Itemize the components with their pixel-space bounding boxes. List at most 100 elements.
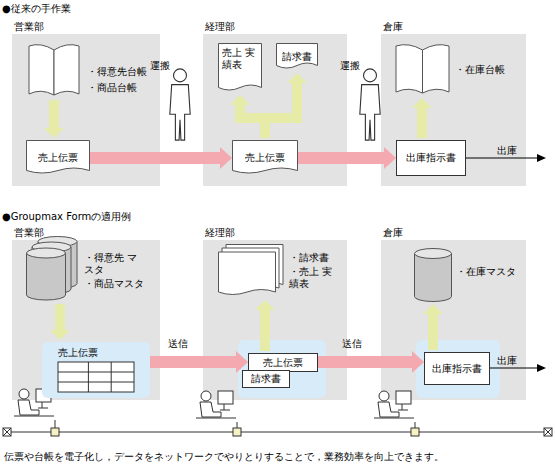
- node-text: 売上伝票: [58, 347, 148, 359]
- form-window: [238, 340, 326, 398]
- node-box: ・在庫台帳: [395, 42, 450, 96]
- arrow-shaft: [428, 313, 438, 350]
- carrier-person: [170, 69, 190, 140]
- network-tap: [233, 428, 241, 436]
- table-grid: [58, 362, 134, 392]
- department-heading: 営業部: [14, 227, 44, 239]
- free-label: 出庫: [497, 355, 517, 367]
- node-box: 出庫指示書: [396, 140, 466, 176]
- free-label: 運搬: [150, 60, 170, 72]
- node-box: ・得意先 マスタ・商品マスタ: [26, 236, 78, 302]
- node-box: 売上伝票: [26, 140, 90, 176]
- department-heading: 経理部: [205, 227, 235, 239]
- department-panel: 営業部・得意先 マスタ・商品マスタ売上伝票: [12, 240, 160, 400]
- flow-arrow: [50, 304, 70, 340]
- node-text: ・請求書: [289, 252, 349, 264]
- flow-arrow: [265, 73, 307, 138]
- shipping-line: [490, 368, 538, 369]
- flow-arrow: [298, 147, 396, 169]
- node-text: ・商品台帳: [87, 82, 167, 94]
- node-text: ・商品マスタ: [84, 278, 154, 290]
- node-text: ・在庫マスタ: [456, 266, 526, 278]
- cylinder-top: [27, 248, 66, 258]
- department-panel: 倉庫・在庫マスタ出庫指示書: [381, 240, 526, 400]
- arrow-shaft: [417, 107, 427, 138]
- node-shape: [28, 42, 80, 98]
- form-window: [42, 342, 150, 398]
- flow-arrow: [318, 351, 424, 373]
- node-shape: [395, 42, 450, 96]
- drop-line: [237, 422, 238, 428]
- department-panel: 倉庫・在庫台帳出庫指示書: [381, 34, 526, 186]
- flow-arrow: [150, 351, 248, 373]
- node-text: 請求書: [276, 43, 318, 71]
- form-box: [249, 354, 318, 372]
- terminator-cross: [3, 428, 11, 436]
- node-box: ・在庫マスタ: [414, 248, 452, 302]
- shipping-head: [537, 364, 546, 372]
- edge-label: 送信: [168, 338, 188, 350]
- edge-label: 送信: [342, 338, 362, 350]
- node-shape: [218, 244, 284, 298]
- form-box: [425, 353, 490, 385]
- cylinder-body: [27, 253, 66, 300]
- terminator: [3, 428, 11, 436]
- arrow-head: [50, 330, 70, 340]
- arrow-head: [44, 128, 64, 138]
- node-shape: [26, 236, 78, 302]
- document-shape: [219, 252, 276, 295]
- arrow-head: [412, 351, 424, 373]
- flow-arrow: [44, 100, 64, 138]
- carrier-person: [360, 69, 380, 140]
- flow-arrow: [423, 304, 443, 350]
- department-heading: 営業部: [14, 21, 44, 33]
- node-text: 出庫指示書: [424, 352, 490, 385]
- node-shape: [414, 248, 452, 302]
- node-text: 売上 実績表: [222, 47, 260, 71]
- node-box: 売上伝票: [232, 140, 298, 176]
- arrow-shaft: [150, 356, 237, 368]
- cylinder-body: [415, 254, 452, 302]
- free-label: 出庫: [497, 145, 517, 157]
- node-text: 売上伝票: [26, 140, 90, 176]
- terminator: [544, 428, 552, 436]
- arrow-head: [255, 300, 275, 310]
- node-text: ・在庫台帳: [455, 64, 525, 76]
- node-text: 売上伝票: [232, 140, 298, 176]
- arrow-head: [287, 73, 307, 83]
- node-box: 売上 実績表: [218, 43, 262, 93]
- department-panel: 営業部・得意先台帳・商品台帳売上伝票: [12, 34, 160, 186]
- flow-arrow: [255, 300, 275, 351]
- arrow-shaft: [90, 152, 221, 164]
- book-page: [54, 45, 79, 95]
- book-page: [423, 45, 450, 93]
- node-box: 売上伝票: [42, 342, 150, 398]
- arrow-shaft: [298, 152, 385, 164]
- flow-arrow: [230, 95, 265, 138]
- flow-arrow: [412, 98, 432, 138]
- document-shape: [219, 44, 262, 91]
- flow-arrow: [90, 147, 232, 169]
- arrow-shaft: [260, 309, 270, 351]
- node-text: 請求書: [242, 370, 290, 388]
- node-text: ・得意先 マスタ: [84, 252, 140, 276]
- department-heading: 経理部: [205, 21, 235, 33]
- arrow-head: [236, 351, 248, 373]
- arrow-shaft: [55, 304, 65, 331]
- network-tap: [51, 428, 59, 436]
- node-text: ・売上 実績表: [289, 266, 339, 290]
- free-label: ●Groupmax Formの適用例: [2, 211, 131, 223]
- node-box: 請求書: [276, 43, 318, 71]
- free-label: ●従来の手作業: [2, 3, 71, 15]
- drop-line: [415, 422, 416, 428]
- shipping-head: [537, 154, 546, 162]
- node-box: 売上伝票: [248, 353, 318, 372]
- department-panel: 経理部売上 実績表請求書売上伝票: [203, 34, 347, 186]
- free-label: 運搬: [340, 60, 360, 72]
- department-heading: 倉庫: [383, 21, 403, 33]
- shipping-line: [466, 158, 538, 159]
- arrow-shaft: [265, 82, 297, 138]
- form-box: [397, 141, 466, 176]
- terminator-cross: [544, 428, 552, 436]
- node-box: ・請求書・売上 実績表: [218, 244, 284, 298]
